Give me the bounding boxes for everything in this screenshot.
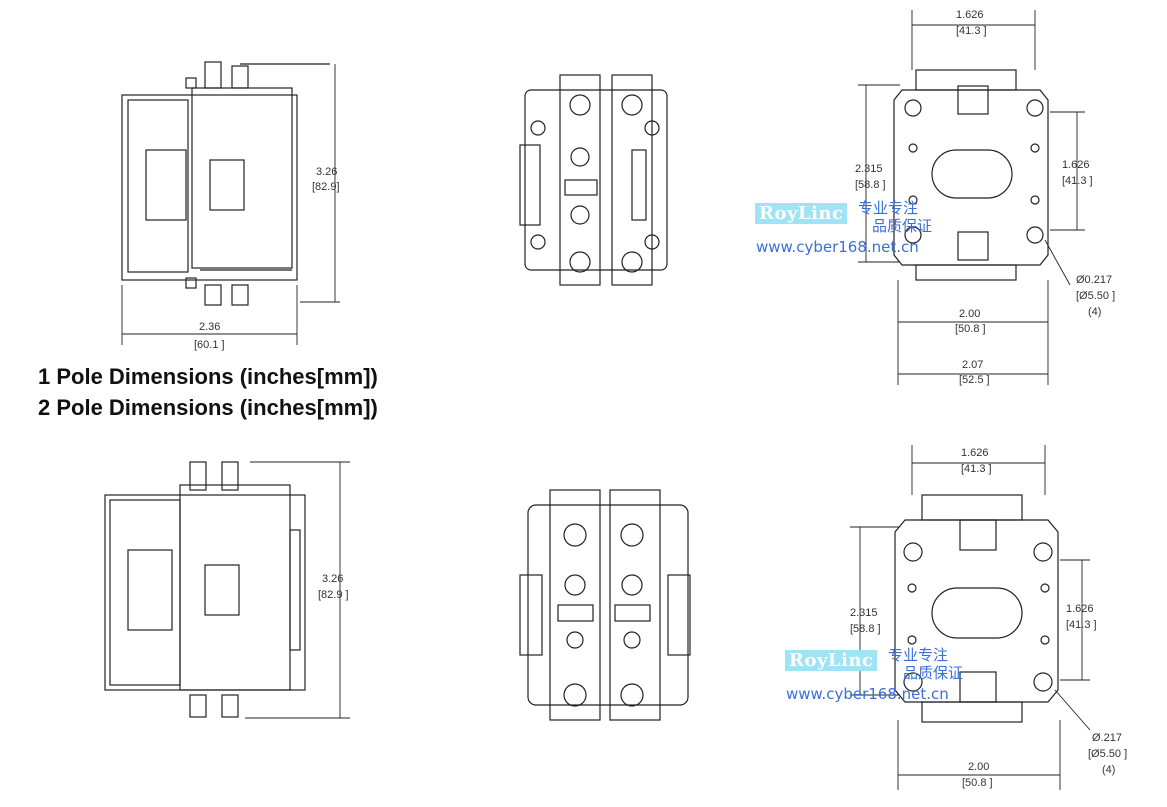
two-pole-side-view: [104, 461, 306, 718]
watermark-tagline-top: 专业专注: [888, 646, 949, 664]
one-pole-left-in: 2.315: [855, 163, 883, 175]
one-pole-mount-dimensions: [858, 10, 1085, 385]
two-pole-inner-in: 2.00: [968, 761, 989, 773]
one-pole-top-in: 1.626: [956, 9, 984, 21]
two-pole-front-view: [519, 489, 691, 721]
watermark-tagline-top: 专业专注: [858, 199, 919, 217]
two-pole-left-mm: [58.8 ]: [850, 623, 881, 635]
one-pole-width-in: 2.36: [199, 321, 220, 333]
two-pole-right-in: 1.626: [1066, 603, 1094, 615]
two-pole-left-in: 2.315: [850, 607, 878, 619]
watermark-tagline-bottom: 品质保证: [903, 664, 964, 682]
one-pole-inner-mm: [50.8 ]: [955, 323, 986, 335]
one-pole-outer-mm: [52.5 ]: [959, 374, 990, 386]
one-pole-front-view: [519, 74, 668, 286]
two-pole-hole-qty: (4): [1102, 764, 1115, 776]
one-pole-outer-in: 2.07: [962, 359, 983, 371]
two-pole-hole-in: Ø.217: [1092, 732, 1122, 744]
two-pole-mount-dimensions: [850, 445, 1091, 790]
two-pole-side-dimensions: [245, 461, 350, 719]
two-pole-top-in: 1.626: [961, 447, 989, 459]
one-pole-mount-view: [893, 69, 1049, 281]
watermark-brand: RoyLinc: [785, 650, 878, 671]
one-pole-side-view: [121, 61, 330, 306]
one-pole-left-mm: [58.8 ]: [855, 179, 886, 191]
dimension-labels: 3.26 [82.9] 2.36 [60.1 ] 1.626 [41.3 ] 2…: [194, 9, 1127, 789]
one-pole-title: 1 Pole Dimensions (inches[mm]): [38, 364, 378, 389]
two-pole-top-mm: [41.3 ]: [961, 463, 992, 475]
one-pole-right-mm: [41.3 ]: [1062, 175, 1093, 187]
one-pole-top-mm: [41.3 ]: [956, 25, 987, 37]
two-pole-right-mm: [41.3 ]: [1066, 619, 1097, 631]
two-pole-height-mm: [82.9 ]: [318, 589, 349, 601]
watermark-brand: RoyLinc: [755, 203, 848, 224]
watermark-tagline-bottom: 品质保证: [872, 217, 933, 235]
one-pole-width-mm: [60.1 ]: [194, 339, 225, 351]
one-pole-hole-in: Ø0.217: [1076, 274, 1112, 286]
two-pole-title: 2 Pole Dimensions (inches[mm]): [38, 395, 378, 420]
two-pole-hole-mm: [Ø5.50 ]: [1088, 748, 1127, 760]
one-pole-hole-qty: (4): [1088, 306, 1101, 318]
two-pole-height-in: 3.26: [322, 573, 343, 585]
one-pole-height-in: 3.26: [316, 166, 337, 178]
two-pole-inner-mm: [50.8 ]: [962, 777, 993, 789]
two-pole-mount-view: [894, 494, 1059, 723]
watermark-url: www.cyber168.net.cn: [786, 685, 949, 703]
one-pole-inner-in: 2.00: [959, 308, 980, 320]
one-pole-height-mm: [82.9]: [312, 181, 340, 193]
one-pole-side-dimensions: [121, 64, 340, 345]
watermark-url: www.cyber168.net.cn: [756, 238, 919, 256]
one-pole-right-in: 1.626: [1062, 159, 1090, 171]
one-pole-hole-mm: [Ø5.50 ]: [1076, 290, 1115, 302]
